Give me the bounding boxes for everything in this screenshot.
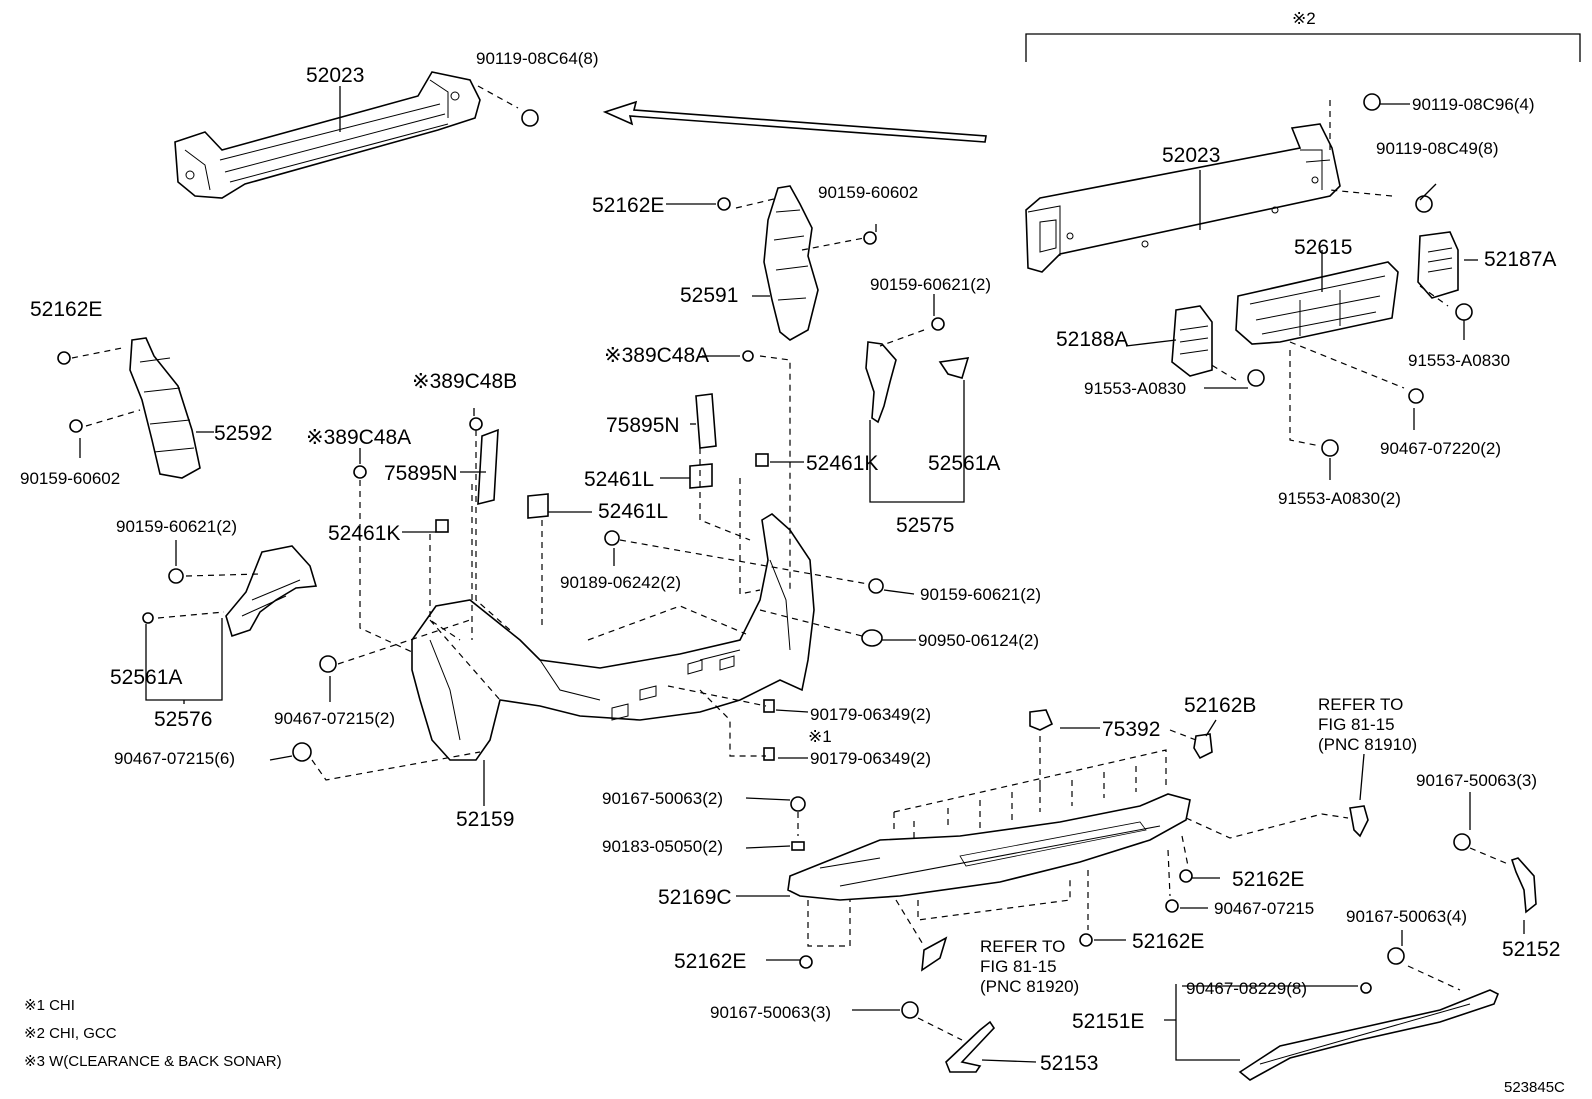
- label-90467-07215-left: 90467-07215(6): [114, 749, 235, 768]
- label-note2-marker: ※2: [1292, 9, 1316, 28]
- part-labels: 52023 90119-08C64(8) ※2 90119-08C96(4) 5…: [20, 9, 1560, 1075]
- retainer-52592-part: [129, 337, 201, 479]
- label-note1-marker: ※1: [808, 727, 832, 746]
- label-90159-60621-top: 90159-60621(2): [870, 275, 991, 294]
- label-90167-50063-top: 90167-50063(2): [602, 789, 723, 808]
- label-90119-08c64: 90119-08C64(8): [476, 49, 599, 68]
- label-90159-60602-top: 90159-60602: [818, 183, 918, 202]
- moulding-52151e-part: [1238, 989, 1500, 1081]
- reinforcement-left-part: [174, 71, 481, 199]
- moulding-52152-part: [1510, 857, 1537, 914]
- label-90950-06124: 90950-06124(2): [918, 631, 1039, 650]
- label-90159-60621-mid: 90159-60621(2): [920, 585, 1041, 604]
- footnote-1: ※1 CHI: [24, 997, 75, 1014]
- label-52023-right: 52023: [1162, 144, 1220, 167]
- label-52151e: 52151E: [1072, 1010, 1144, 1033]
- label-89c48a-left: ※389C48A: [306, 426, 411, 449]
- absorber-part: [1235, 261, 1399, 345]
- label-91553-a0830-bottom: 91553-A0830(2): [1278, 489, 1401, 508]
- figure-id: 523845C: [1504, 1079, 1565, 1096]
- label-90167-50063-mid: 90167-50063(4): [1346, 907, 1467, 926]
- label-75895n-right: 75895N: [606, 414, 680, 437]
- label-90167-50063-right: 90167-50063(3): [1416, 771, 1537, 790]
- fasteners: [57, 93, 1473, 1019]
- direction-arrow: [602, 100, 987, 143]
- label-52576: 52576: [154, 708, 212, 731]
- cap-52162b-part: [1193, 733, 1213, 760]
- label-52162e-bottom: 52162E: [674, 950, 746, 973]
- label-91553-a0830-mid: 91553-A0830: [1084, 379, 1186, 398]
- label-52159: 52159: [456, 808, 514, 831]
- label-90167-50063-bottom: 90167-50063(3): [710, 1003, 831, 1022]
- label-fig-right: FIG 81-15: [1318, 715, 1395, 734]
- retainer-52591-part: [763, 185, 819, 341]
- label-52461k-left: 52461K: [328, 522, 400, 545]
- bracket-52187a-part: [1417, 231, 1459, 299]
- label-75392: 75392: [1102, 718, 1160, 741]
- label-89c48b: ※389C48B: [412, 370, 517, 393]
- label-52188a: 52188A: [1056, 328, 1128, 351]
- leader-lines: [71, 33, 1581, 1063]
- reflector-left-part: [921, 936, 948, 972]
- label-fig-left: FIG 81-15: [980, 957, 1057, 976]
- label-90467-07215-mid: 90467-07215(2): [274, 709, 395, 728]
- label-52561a-right: 52561A: [928, 452, 1000, 475]
- label-90119-08c49: 90119-08C49(8): [1376, 139, 1499, 158]
- label-refer-to-right: REFER TO: [1318, 695, 1403, 714]
- label-90467-07220: 90467-07220(2): [1380, 439, 1501, 458]
- label-90179-06349-bottom: 90179-06349(2): [810, 749, 931, 768]
- label-52461l-top: 52461L: [584, 468, 654, 491]
- reflector-right-part: [1349, 805, 1369, 838]
- label-90119-08c96: 90119-08C96(4): [1412, 95, 1535, 114]
- label-90179-06349-top: 90179-06349(2): [810, 705, 931, 724]
- bracket-52575-part: [865, 341, 970, 424]
- label-52162e-left: 52162E: [30, 298, 102, 321]
- label-52169c: 52169C: [658, 886, 732, 909]
- clip-75392-part: [1029, 709, 1054, 731]
- label-52023-left: 52023: [306, 64, 364, 87]
- footnote-2: ※2 CHI, GCC: [24, 1025, 117, 1042]
- label-52575: 52575: [896, 514, 954, 537]
- footnote-3: ※3 W(CLEARANCE & BACK SONAR): [24, 1053, 282, 1070]
- moulding-52153-part: [945, 1020, 996, 1073]
- label-52187a: 52187A: [1484, 248, 1556, 271]
- label-90159-60602-left: 90159-60602: [20, 469, 120, 488]
- label-52615: 52615: [1294, 236, 1352, 259]
- label-91553-a0830-right: 91553-A0830: [1408, 351, 1510, 370]
- label-52152: 52152: [1502, 938, 1560, 961]
- footnotes: ※1 CHI ※2 CHI, GCC ※3 W(CLEARANCE & BACK…: [24, 997, 1565, 1096]
- label-52162b: 52162B: [1184, 694, 1256, 717]
- label-52561a-left: 52561A: [110, 666, 182, 689]
- label-75895n-left: 75895N: [384, 462, 458, 485]
- label-52461k-right: 52461K: [806, 452, 878, 475]
- lower-cover-part: [787, 793, 1191, 901]
- label-52461l-bottom: 52461L: [598, 500, 668, 523]
- label-90467-07215-right: 90467-07215: [1214, 899, 1314, 918]
- label-90467-08229: 90467-08229(8): [1186, 979, 1307, 998]
- label-52592: 52592: [214, 422, 272, 445]
- label-52591: 52591: [680, 284, 738, 307]
- bumper-cover-part: [411, 513, 815, 761]
- label-refer-to-left: REFER TO: [980, 937, 1065, 956]
- bracket-52188a-part: [1171, 305, 1213, 377]
- label-90183-05050: 90183-05050(2): [602, 837, 723, 856]
- small-parts: [435, 393, 883, 851]
- label-pnc-81910: (PNC 81910): [1318, 735, 1417, 754]
- label-pnc-81920: (PNC 81920): [980, 977, 1079, 996]
- label-52162e-top: 52162E: [592, 194, 664, 217]
- bracket-52576-part: [225, 545, 318, 638]
- label-52162e-right: 52162E: [1232, 868, 1304, 891]
- label-52153: 52153: [1040, 1052, 1098, 1075]
- label-90159-60621-left: 90159-60621(2): [116, 517, 237, 536]
- label-52162e-center: 52162E: [1132, 930, 1204, 953]
- label-89c48a-top: ※389C48A: [604, 344, 709, 367]
- label-90189-06242: 90189-06242(2): [560, 573, 681, 592]
